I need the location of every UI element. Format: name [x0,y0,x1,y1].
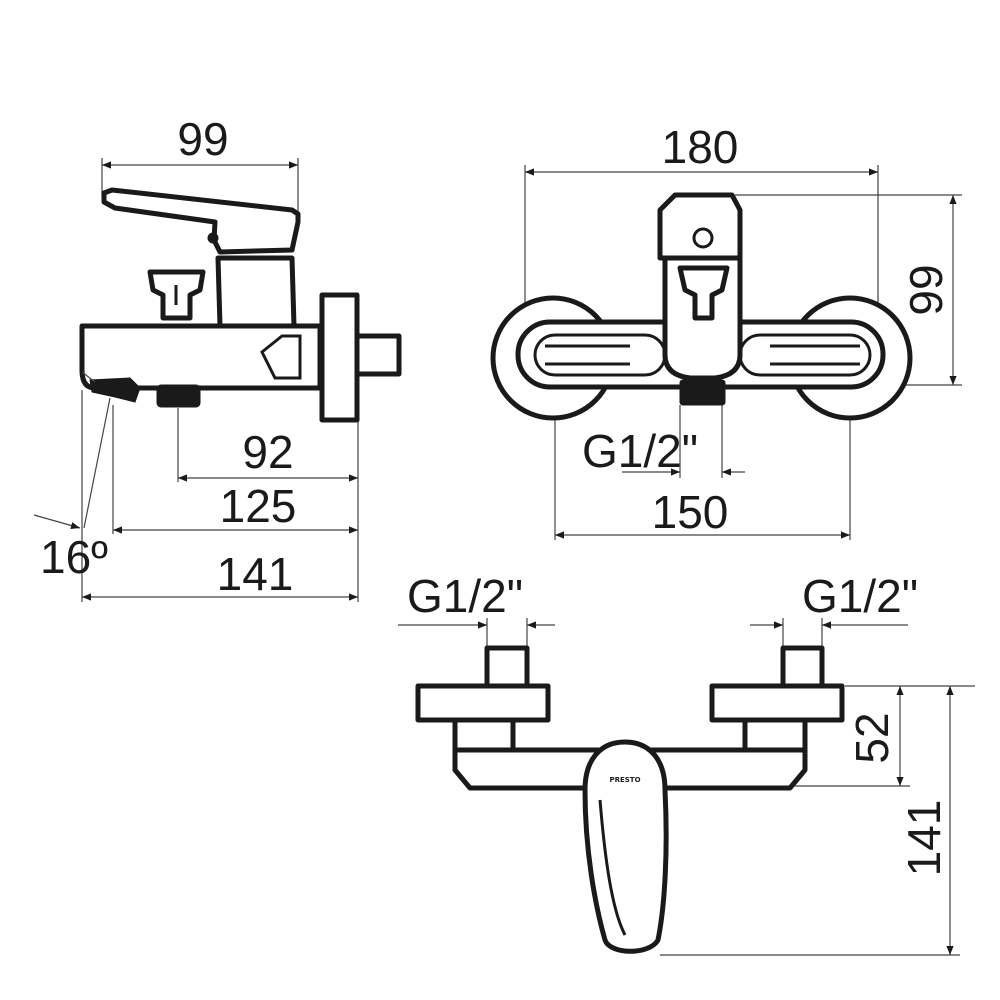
dim-label-g12-left: G1/2" [407,570,523,622]
dim-label-99-height: 99 [900,264,952,315]
dimension-top-width: 99 [101,113,299,212]
aerator [156,384,201,408]
dim-label-52: 52 [846,712,898,763]
brand-logo: PRESTO [609,776,640,784]
dim-label-99: 99 [177,113,228,165]
dim-label-141: 141 [217,548,294,600]
dim-label-150: 150 [652,486,729,538]
left-nipple [484,645,530,689]
lever-pivot [207,232,219,244]
dim-label-g12-right: G1/2" [802,570,918,622]
left-connector [452,717,516,753]
left-flange-bottom [415,683,551,723]
dim-label-92: 92 [242,426,293,478]
right-flange-bottom [709,683,845,723]
dim-label-141-height: 141 [898,800,950,877]
dim-label-125: 125 [220,480,297,532]
spout-body [79,323,323,391]
dim-label-180: 180 [662,121,739,173]
angle-label: 16º [40,531,108,583]
side-view: 99 92 125 141 16º [33,113,402,602]
right-connector [742,717,808,753]
wall-flange [319,292,360,423]
dim-label-g12-outlet: G1/2" [582,425,698,477]
aerator-front [679,379,726,406]
mixer-column [215,255,297,329]
front-view: 180 99 G1/2" 150 [490,121,962,540]
diverter-lever [89,377,141,403]
inlet-nipple [354,333,402,377]
lever-front [657,192,743,261]
diverter-knob-front [677,265,730,321]
lever-bottom [582,739,669,954]
lever-handle [101,187,301,255]
right-nipple [780,645,825,689]
bottom-view: G1/2" G1/2" PRESTO 52 141 [398,570,975,956]
